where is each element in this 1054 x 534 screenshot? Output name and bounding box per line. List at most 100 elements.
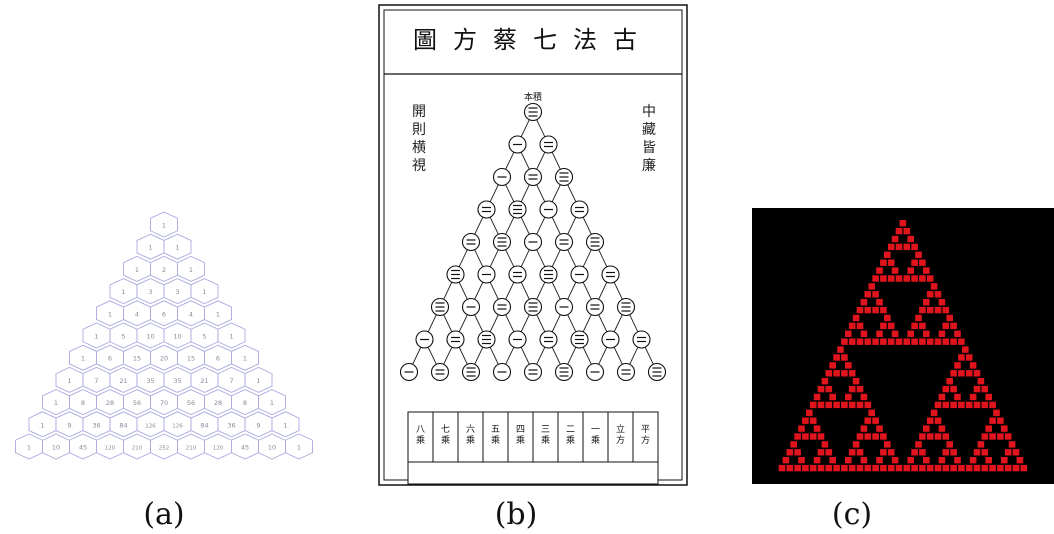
sierpinski-cell	[923, 299, 930, 306]
hex-value: 10	[268, 444, 276, 452]
sierpinski-cell	[884, 314, 891, 322]
sierpinski-cell	[1001, 457, 1008, 464]
sierpinski-cell	[848, 464, 856, 472]
sierpinski-cell	[833, 370, 840, 377]
sierpinski-cell	[833, 464, 840, 472]
sierpinski-cell	[895, 275, 903, 282]
sierpinski-cell	[919, 275, 926, 282]
sierpinski-cell	[845, 457, 852, 464]
hex-value: 70	[160, 399, 168, 407]
box-label: 八乘	[416, 425, 425, 446]
box-label: 七乘	[441, 424, 450, 446]
sierpinski-cell	[934, 338, 942, 345]
number-circle	[461, 232, 481, 252]
sierpinski-cell	[802, 433, 809, 440]
sierpinski-cell	[938, 330, 946, 337]
hex-value: 10	[52, 444, 60, 452]
hex-value: 1	[67, 377, 71, 385]
number-circle	[523, 362, 543, 382]
sierpinski-cell	[876, 330, 883, 337]
sierpinski-svg	[752, 208, 1054, 484]
hex-value: 1	[297, 444, 301, 452]
sierpinski-cell	[817, 385, 825, 393]
sierpinski-cell	[989, 433, 996, 440]
sierpinski-cell	[973, 370, 981, 377]
hex-value: 10	[146, 333, 154, 341]
sierpinski-cell	[845, 393, 852, 401]
sierpinski-cell	[950, 401, 957, 409]
sierpinski-cell	[950, 370, 957, 377]
hex-value: 252	[159, 446, 170, 452]
sierpinski-cell	[817, 449, 825, 456]
sierpinski-cell	[798, 425, 805, 432]
sierpinski-cell	[825, 464, 833, 472]
right-note: 中藏皆廉	[642, 104, 656, 174]
hex-cell	[271, 411, 300, 438]
sierpinski-cell	[973, 401, 981, 409]
sierpinski-cell	[813, 425, 821, 432]
sierpinski-cell	[942, 464, 950, 472]
sierpinski-cell	[958, 354, 965, 361]
sierpinski-cell	[1008, 441, 1016, 448]
sierpinski-cell	[895, 243, 903, 251]
sierpinski-cell	[907, 457, 914, 464]
box-footer	[407, 461, 659, 485]
sierpinski-cell	[790, 441, 797, 448]
hex-cell	[150, 211, 178, 238]
sierpinski-cell	[919, 338, 926, 345]
sierpinski-cell	[868, 409, 875, 416]
sierpinski-cell	[872, 464, 879, 472]
sierpinski-cell	[973, 385, 981, 393]
hex-cell	[285, 433, 313, 460]
sierpinski-cell	[837, 346, 844, 353]
sierpinski-cell	[969, 362, 977, 369]
sierpinski-cell	[860, 393, 868, 401]
figure-title: 圖方蔡七法古	[413, 26, 653, 54]
number-circle	[539, 135, 558, 154]
yang-hui-triangle-figure: 圖方蔡七法古 開則横視 中藏皆廉 本積 八乘七乘六乘五乘四乘三乘二乘一乘立方平方	[378, 4, 688, 486]
sierpinski-cell	[950, 449, 957, 456]
sierpinski-cell	[809, 464, 817, 472]
hex-cell	[258, 389, 286, 416]
sierpinski-cell	[821, 441, 829, 448]
sierpinski-cell	[860, 425, 868, 432]
hex-cell	[231, 344, 259, 371]
sierpinski-cell	[876, 299, 883, 306]
sierpinski-cell	[880, 259, 887, 266]
sierpinski-cell	[919, 433, 926, 440]
caption-c: (c)	[831, 497, 873, 532]
caption-b: (b)	[494, 497, 538, 532]
sierpinski-cell	[809, 401, 817, 409]
sierpinski-cell	[856, 401, 864, 409]
hex-value: 1	[148, 244, 152, 252]
sierpinski-cell	[977, 441, 985, 448]
sierpinski-cell	[880, 275, 887, 282]
hex-value: 21	[119, 377, 127, 385]
sierpinski-cell	[973, 464, 981, 472]
sierpinski-cell	[989, 417, 996, 424]
sierpinski-cell	[989, 401, 996, 409]
sierpinski-cell	[915, 251, 922, 258]
sierpinski-cell	[1004, 449, 1012, 456]
sierpinski-cell	[778, 464, 786, 472]
hex-value: 1	[135, 266, 139, 274]
sierpinski-cell	[985, 425, 992, 432]
sierpinski-cell	[942, 401, 950, 409]
hex-value: 7	[229, 377, 233, 385]
sierpinski-cell	[848, 338, 856, 345]
sierpinski-cell	[813, 457, 821, 464]
sierpinski-cell	[926, 464, 934, 472]
sierpinski-cell	[864, 417, 872, 424]
box-label: 二乘	[566, 425, 575, 446]
label-box	[582, 411, 609, 463]
hex-value: 3	[148, 288, 152, 296]
hex-value: 8	[81, 399, 85, 407]
hex-value: 9	[67, 421, 71, 429]
sierpinski-cell	[954, 393, 961, 401]
triangle-network: 本積	[399, 91, 667, 382]
sierpinski-cell	[860, 330, 868, 337]
sierpinski-cell	[981, 464, 989, 472]
sierpinski-cell	[880, 322, 887, 330]
